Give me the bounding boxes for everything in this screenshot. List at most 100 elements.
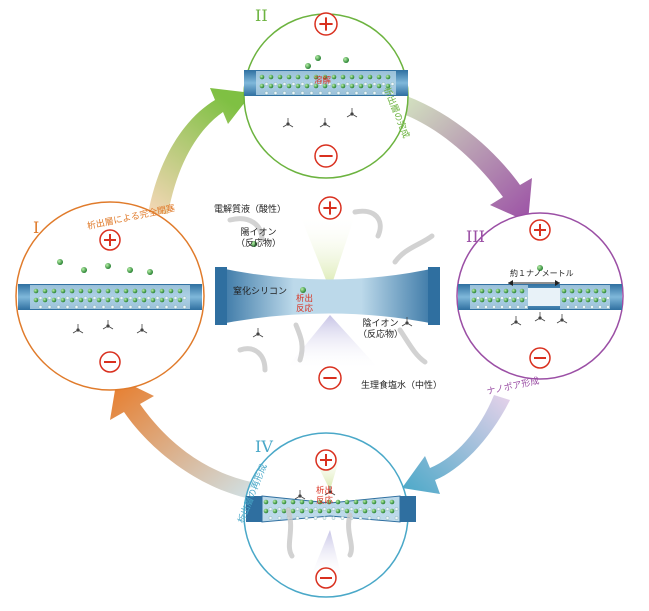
- precipitate-ion: [362, 499, 368, 505]
- precipitate-ion: [492, 305, 496, 309]
- cation-ion: [343, 57, 349, 63]
- precipitate-ion: [516, 305, 520, 309]
- precipitate-ion: [362, 508, 368, 514]
- precipitate-ion: [372, 91, 377, 95]
- precipitate-ion: [308, 499, 314, 505]
- minus-icon: [314, 144, 338, 168]
- cation-ion: [300, 287, 306, 293]
- precipitate-ion: [358, 74, 364, 80]
- plus-symbols: [99, 12, 551, 471]
- precipitate-ion: [313, 507, 318, 511]
- precipitate-ion: [353, 508, 359, 514]
- precipitate-ion: [309, 82, 314, 86]
- precipitate-ion: [300, 82, 305, 86]
- precipitate-ion: [96, 288, 102, 294]
- precipitate-ion: [295, 516, 300, 520]
- minus-icon: [529, 347, 551, 369]
- precipitate-ion: [318, 91, 323, 95]
- precipitate-ion: [290, 499, 296, 505]
- precipitate-ion: [282, 91, 287, 95]
- precipitate-ion: [519, 297, 525, 303]
- precipitate-ion: [159, 288, 165, 294]
- precipitate-ion: [331, 74, 337, 80]
- cation-ion: [57, 259, 63, 265]
- precipitate-ion: [295, 83, 301, 89]
- precipitate-ion: [487, 288, 493, 294]
- precipitate-ion: [376, 83, 382, 89]
- precipitate-ion: [141, 297, 147, 303]
- precipitate-ion: [105, 288, 111, 294]
- precipitate-ion: [331, 83, 337, 89]
- precipitate-ion: [344, 499, 350, 505]
- precipitate-ion: [51, 297, 57, 303]
- precipitate-ion: [561, 288, 567, 294]
- precipitate-ion: [96, 297, 102, 303]
- precipitate-ion: [38, 305, 43, 309]
- precipitate-ion: [585, 288, 591, 294]
- precipitate-ion: [277, 83, 283, 89]
- precipitate-ion: [389, 508, 395, 514]
- precipitate-ion: [277, 516, 282, 520]
- precipitate-ion: [259, 74, 265, 80]
- precipitate-ion: [582, 305, 586, 309]
- anion-ion: [294, 490, 306, 500]
- precipitate-ion: [372, 82, 377, 86]
- arrow-III-to-IV: [402, 395, 510, 494]
- precipitate-ion: [585, 297, 591, 303]
- anion-ion: [252, 328, 264, 338]
- precipitate-ion: [516, 296, 520, 300]
- precipitate-ion: [394, 507, 399, 511]
- precipitate-ion: [367, 83, 373, 89]
- anion-ion: [401, 317, 413, 327]
- precipitate-ion: [503, 297, 509, 303]
- precipitate-ion: [582, 296, 586, 300]
- precipitate-ion: [87, 288, 93, 294]
- precipitate-ion: [326, 508, 332, 514]
- precipitate-ion: [177, 297, 183, 303]
- precipitate-ion: [299, 508, 305, 514]
- precipitate-ion: [344, 508, 350, 514]
- anion-ion: [534, 312, 546, 322]
- precipitate-ion: [47, 305, 52, 309]
- precipitate-ion: [495, 288, 501, 294]
- arrow-I-to-II: [148, 88, 252, 214]
- precipitate-ion: [322, 83, 328, 89]
- precipitate-ion: [173, 305, 178, 309]
- precipitate-ion: [476, 305, 480, 309]
- precipitate-ion: [42, 297, 48, 303]
- precipitate-ion: [150, 288, 156, 294]
- precipitate-ion: [114, 288, 120, 294]
- precipitate-ion: [137, 305, 142, 309]
- precipitate-ion: [304, 516, 309, 520]
- plus-icon: [314, 12, 338, 36]
- anion-ion: [324, 486, 336, 496]
- precipitate-ion: [110, 296, 115, 300]
- precipitate-ion: [177, 288, 183, 294]
- precipitate-ion: [60, 297, 66, 303]
- precipitate-ion: [309, 91, 314, 95]
- precipitate-ion: [590, 296, 594, 300]
- precipitate-ion: [335, 508, 341, 514]
- precipitate-ion: [336, 91, 341, 95]
- anion-ion: [510, 316, 522, 326]
- stage-I-precipitate: [33, 288, 187, 309]
- precipitate-ion: [295, 507, 300, 511]
- precipitate-ion: [358, 516, 363, 520]
- center-reaction-label: 析出 反応: [296, 294, 314, 314]
- precipitate-ion: [110, 305, 115, 309]
- precipitate-ion: [119, 305, 124, 309]
- precipitate-ion: [308, 508, 314, 514]
- anion-ion: [556, 314, 568, 324]
- precipitate-ion: [389, 499, 395, 505]
- precipitate-ion: [358, 507, 363, 511]
- cation-ion: [81, 267, 87, 273]
- precipitate-ion: [78, 288, 84, 294]
- precipitate-ion: [286, 83, 292, 89]
- precipitate-ion: [259, 83, 265, 89]
- precipitate-ion: [598, 296, 602, 300]
- precipitate-ion: [385, 83, 391, 89]
- stage-II-numeral: II: [255, 6, 268, 25]
- precipitate-ion: [277, 74, 283, 80]
- precipitate-ion: [606, 305, 610, 309]
- precipitate-ion: [318, 82, 323, 86]
